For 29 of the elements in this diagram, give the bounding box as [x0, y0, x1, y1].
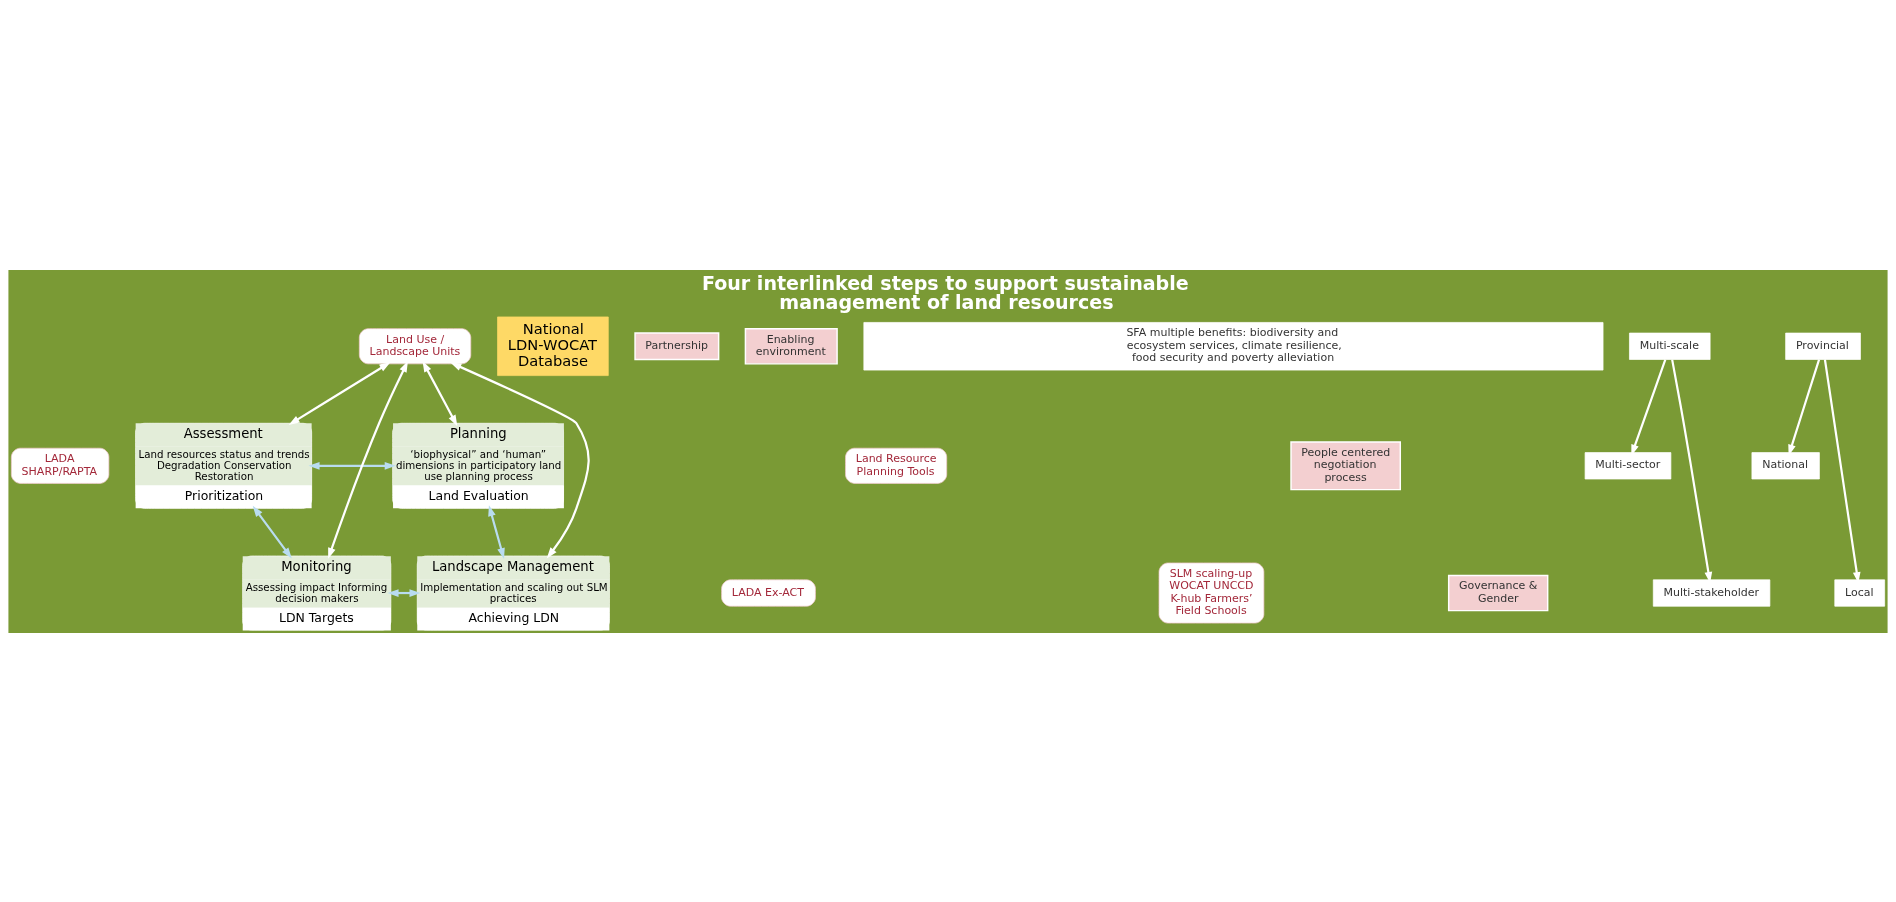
diagram-title: Four interlinked steps to support sustainable management of land resources [701, 271, 1189, 313]
arrow [488, 504, 505, 559]
node-box: National LDN-WOCAT Database [497, 316, 609, 376]
arrow [422, 360, 458, 426]
node-box: Local [1834, 578, 1885, 607]
arrow [1788, 358, 1821, 456]
node-box: SFA multiple benefits: biodiversity and ecosystem services, climate resilience, food security and poverty alleviation [863, 321, 1604, 370]
arrow [328, 360, 408, 559]
node-box: Land Resource Planning Tools [845, 447, 948, 484]
arrow [1631, 358, 1667, 456]
node-box: Multi-stakeholder [1652, 578, 1771, 607]
arrow [252, 505, 292, 559]
arrow [1671, 358, 1713, 583]
node-box: Enabling environment [744, 327, 838, 365]
node-box: Governance & Gender [1447, 574, 1549, 611]
node-box: National [1751, 451, 1820, 479]
arrow [450, 362, 590, 558]
arrow [1823, 358, 1861, 583]
node-box: LADA Ex-ACT [721, 578, 816, 607]
node-box: People centered negotiation process [1290, 440, 1401, 490]
node-box: Multi-scale [1629, 332, 1711, 360]
node-box: LADA SHARP/RAPTA [11, 447, 110, 484]
arrow [288, 361, 391, 425]
node-box: Provincial [1785, 332, 1861, 360]
node-box: Partnership [634, 331, 720, 360]
arrow [308, 461, 396, 470]
node-box: Land Use / Landscape Units [358, 327, 472, 364]
node-box: SLM scaling-up WOCAT UNCCD K-hub Farmers’ Field Schools [1158, 562, 1265, 623]
node-box: Multi-sector [1584, 451, 1672, 479]
